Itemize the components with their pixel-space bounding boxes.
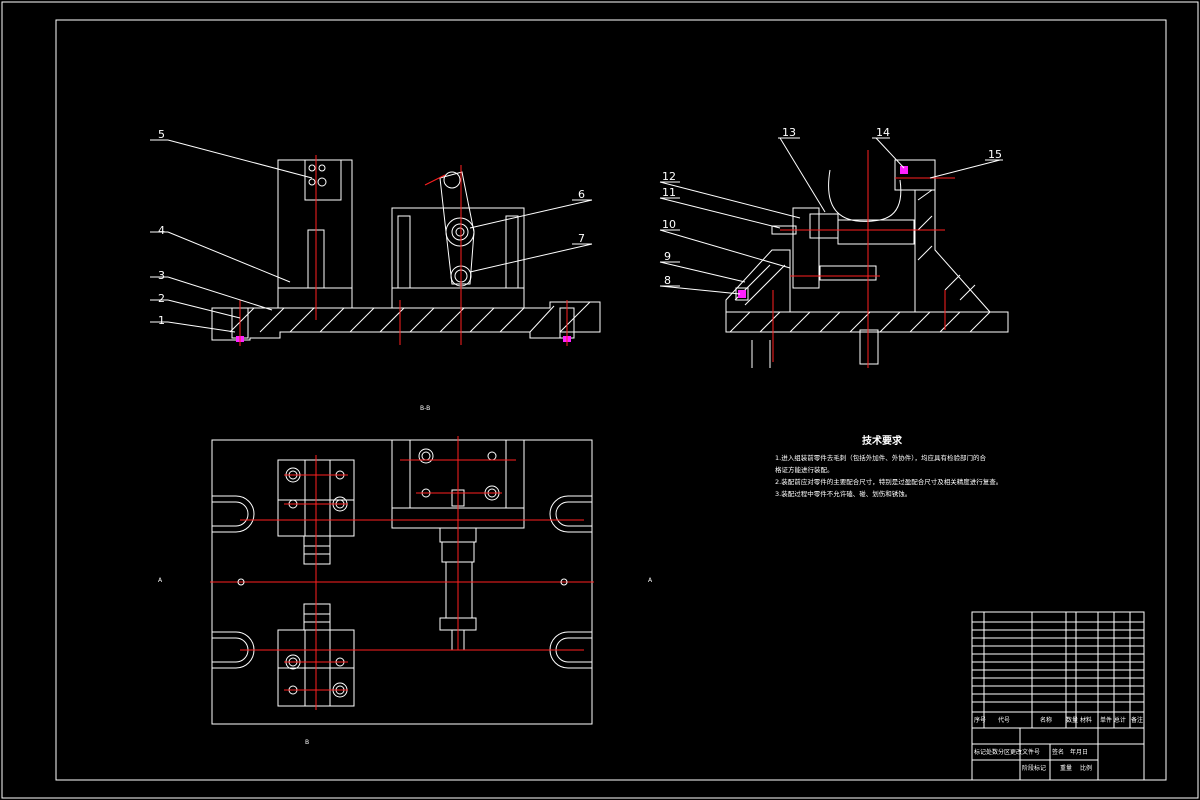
- callout-7: 7: [578, 232, 585, 245]
- callout-8: 8: [664, 274, 671, 287]
- tb-h5: 单件 总计: [1100, 716, 1126, 724]
- section-mark-right: A: [648, 577, 653, 584]
- tb-t1: 重量: [1060, 764, 1072, 772]
- tech-line-4: 3.装配过程中零件不允许磕、碰、划伤和锈蚀。: [775, 489, 911, 498]
- callout-6: 6: [578, 188, 585, 201]
- callout-14: 14: [876, 126, 890, 139]
- callout-13: 13: [782, 126, 796, 139]
- tb-s2: 分区: [998, 748, 1010, 756]
- front-view: [211, 155, 601, 346]
- callout-3: 3: [158, 269, 165, 282]
- callout-1: 1: [158, 314, 165, 327]
- tech-line-3: 2.装配前应对零件的主要配合尺寸，特别是过盈配合尺寸及相关精度进行复查。: [775, 477, 1002, 486]
- callout-5: 5: [158, 128, 165, 141]
- tb-h1: 代号: [998, 716, 1010, 724]
- section-mark-left: A: [158, 577, 163, 584]
- tb-t2: 比例: [1080, 764, 1092, 772]
- tb-h2: 名称: [1040, 716, 1052, 724]
- callout-11: 11: [662, 186, 676, 199]
- right-callouts: 8 9 10 11 12 13 14 15: [659, 126, 1003, 295]
- tb-s5: 年月日: [1070, 748, 1088, 756]
- tb-s1: 处数: [986, 748, 998, 756]
- side-section-view: [725, 150, 1009, 368]
- callout-15: 15: [988, 148, 1002, 161]
- tb-h0: 序号: [974, 716, 986, 724]
- technical-requirements: 技术要求 1.进入组装前零件去毛刺（包括外加件、外协件），均应具有检验部门的合 …: [775, 434, 1002, 498]
- tb-h4: 材料: [1080, 716, 1092, 724]
- tb-s4: 签名: [1052, 748, 1064, 756]
- left-callouts: 1 2 3 4 5 6 7: [150, 128, 593, 333]
- tb-s0: 标记: [974, 748, 986, 756]
- tech-line-2: 格证方能进行装配。: [775, 465, 834, 474]
- callout-12: 12: [662, 170, 676, 183]
- callout-4: 4: [158, 224, 165, 237]
- tb-s3: 更改文件号: [1010, 748, 1040, 756]
- tech-line-1: 1.进入组装前零件去毛刺（包括外加件、外协件），均应具有检验部门的合: [775, 453, 986, 462]
- inner-frame: [55, 19, 1167, 781]
- tech-title: 技术要求: [862, 434, 903, 447]
- tb-t0: 阶段标记: [1022, 764, 1046, 772]
- plan-view: [210, 436, 594, 725]
- callout-10: 10: [662, 218, 676, 231]
- callout-2: 2: [158, 292, 165, 305]
- title-block: 序号 代号 名称 数量 材料 单件 总计 备注 标记 处数 分区 更改文件号 签…: [971, 611, 1145, 781]
- view-mark-bottom: B: [305, 739, 309, 746]
- view-mark-top: B-B: [420, 405, 430, 412]
- callout-9: 9: [664, 250, 671, 263]
- tb-h3: 数量: [1066, 716, 1078, 724]
- tb-h6: 备注: [1131, 716, 1143, 724]
